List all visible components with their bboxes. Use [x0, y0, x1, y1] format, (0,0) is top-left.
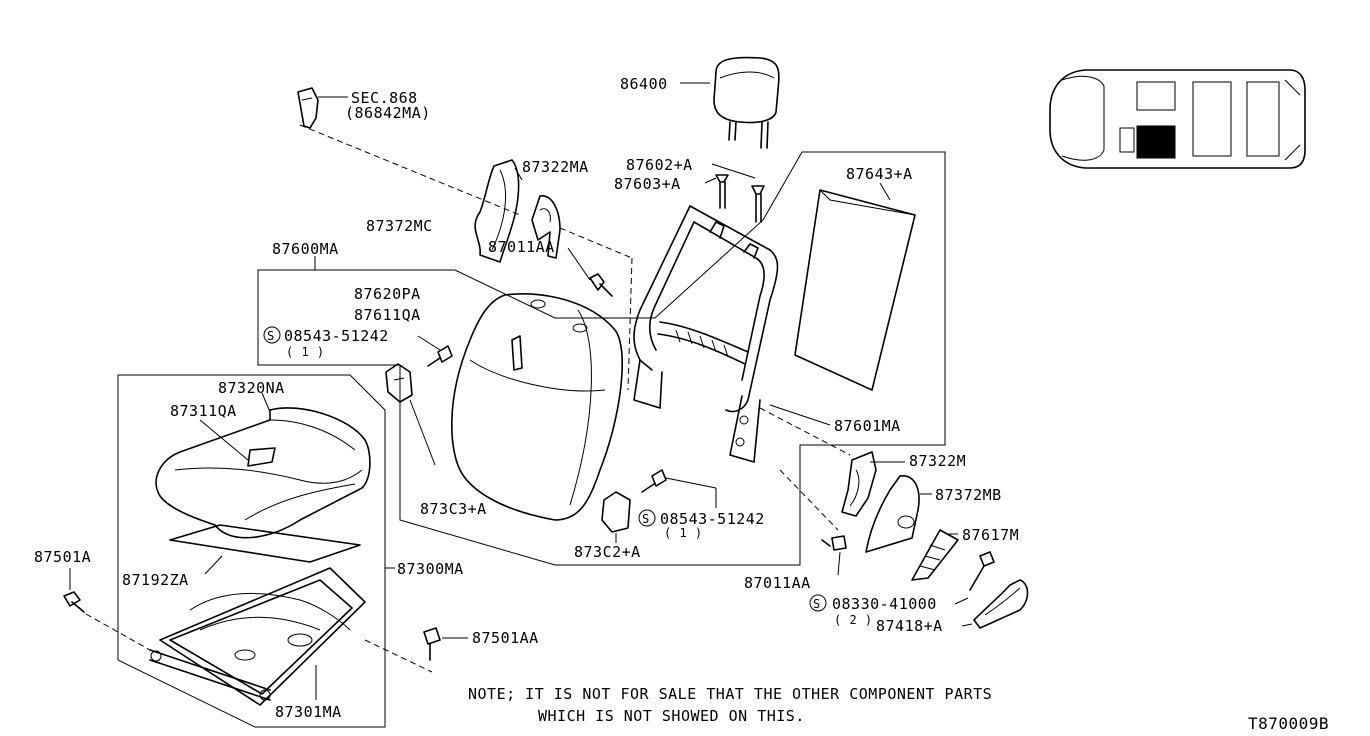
- seat-cushion: [155, 407, 371, 539]
- label-qty-08330: ( 2 ): [834, 613, 873, 627]
- label-873c2a[interactable]: 873C2+A: [574, 543, 641, 561]
- screw-icon: [969, 551, 995, 591]
- label-08330[interactable]: 08330-41000: [832, 595, 937, 613]
- label-86842ma[interactable]: (86842MA): [345, 104, 431, 122]
- part-labels: SEC.868 (86842MA) 86400 87322MA 87602+A …: [34, 75, 1329, 733]
- label-87617m[interactable]: 87617M: [962, 526, 1019, 544]
- vehicle-top-view-icon: [1049, 69, 1306, 169]
- seat-pad: [169, 524, 361, 563]
- seatback-cover: [451, 292, 623, 521]
- hinge-cover-left: [385, 363, 413, 403]
- seatback-assembly-bracket: [257, 151, 946, 566]
- label-87372mb[interactable]: 87372MB: [935, 486, 1002, 504]
- label-87643a[interactable]: 87643+A: [846, 165, 913, 183]
- label-87322ma[interactable]: 87322MA: [522, 158, 589, 176]
- screw-symbol: S: [642, 512, 650, 526]
- label-87603a[interactable]: 87603+A: [614, 175, 681, 193]
- screw-symbol: S: [813, 597, 821, 611]
- side-trim-lower: [841, 451, 1029, 629]
- headrest: [713, 56, 780, 149]
- label-87300ma[interactable]: 87300MA: [397, 560, 464, 578]
- label-87602a[interactable]: 87602+A: [626, 156, 693, 174]
- seat-frame: [149, 567, 366, 706]
- label-873c3a[interactable]: 873C3+A: [420, 500, 487, 518]
- bolt-icon: [821, 535, 847, 551]
- label-87322m[interactable]: 87322M: [909, 452, 966, 470]
- note-line-2: WHICH IS NOT SHOWED ON THIS.: [538, 707, 805, 725]
- label-87011aa-bottom[interactable]: 87011AA: [744, 574, 811, 592]
- label-87620pa[interactable]: 87620PA: [354, 285, 421, 303]
- screw-icon: [427, 345, 453, 367]
- screw-symbol-icon: [809, 594, 827, 612]
- bolt-icon: [63, 591, 85, 613]
- label-87372mc[interactable]: 87372MC: [366, 217, 433, 235]
- diagram-code: T870009B: [1248, 714, 1329, 733]
- screw-symbol: S: [267, 329, 275, 343]
- label-87192za[interactable]: 87192ZA: [122, 571, 189, 589]
- seatbelt-part-icon: [297, 87, 319, 129]
- label-87011aa-top[interactable]: 87011AA: [488, 238, 555, 256]
- bolt-icon: [423, 627, 441, 661]
- label-87311qa[interactable]: 87311QA: [170, 402, 237, 420]
- label-87301ma[interactable]: 87301MA: [275, 703, 342, 721]
- headrest-guides: [704, 163, 765, 223]
- label-87501a[interactable]: 87501A: [34, 548, 91, 566]
- cushion-assembly-bracket: [117, 374, 386, 728]
- label-87611qa[interactable]: 87611QA: [354, 306, 421, 324]
- seatback-frame: [633, 205, 779, 463]
- screw-symbol-icon: [263, 326, 281, 344]
- label-qty-top: ( 1 ): [286, 345, 325, 359]
- hinge-cover-lower: [601, 491, 631, 533]
- side-trim-upper: [474, 159, 561, 263]
- label-sec868[interactable]: SEC.868: [351, 89, 418, 107]
- label-87418a[interactable]: 87418+A: [876, 617, 943, 635]
- label-87320na[interactable]: 87320NA: [218, 379, 285, 397]
- label-87601ma[interactable]: 87601MA: [834, 417, 901, 435]
- screw-symbol-icon: [638, 509, 656, 527]
- screw-icon: [641, 469, 667, 493]
- label-87501aa[interactable]: 87501AA: [472, 629, 539, 647]
- note-line-1: NOTE; IT IS NOT FOR SALE THAT THE OTHER …: [468, 685, 992, 703]
- bolt-icon: [589, 273, 613, 297]
- label-08543-top[interactable]: 08543-51242: [284, 327, 389, 345]
- label-87600ma[interactable]: 87600MA: [272, 240, 339, 258]
- label-08543-bottom[interactable]: 08543-51242: [660, 510, 765, 528]
- label-qty-bottom: ( 1 ): [664, 526, 703, 540]
- back-panel: [794, 189, 916, 391]
- label-86400[interactable]: 86400: [620, 75, 668, 93]
